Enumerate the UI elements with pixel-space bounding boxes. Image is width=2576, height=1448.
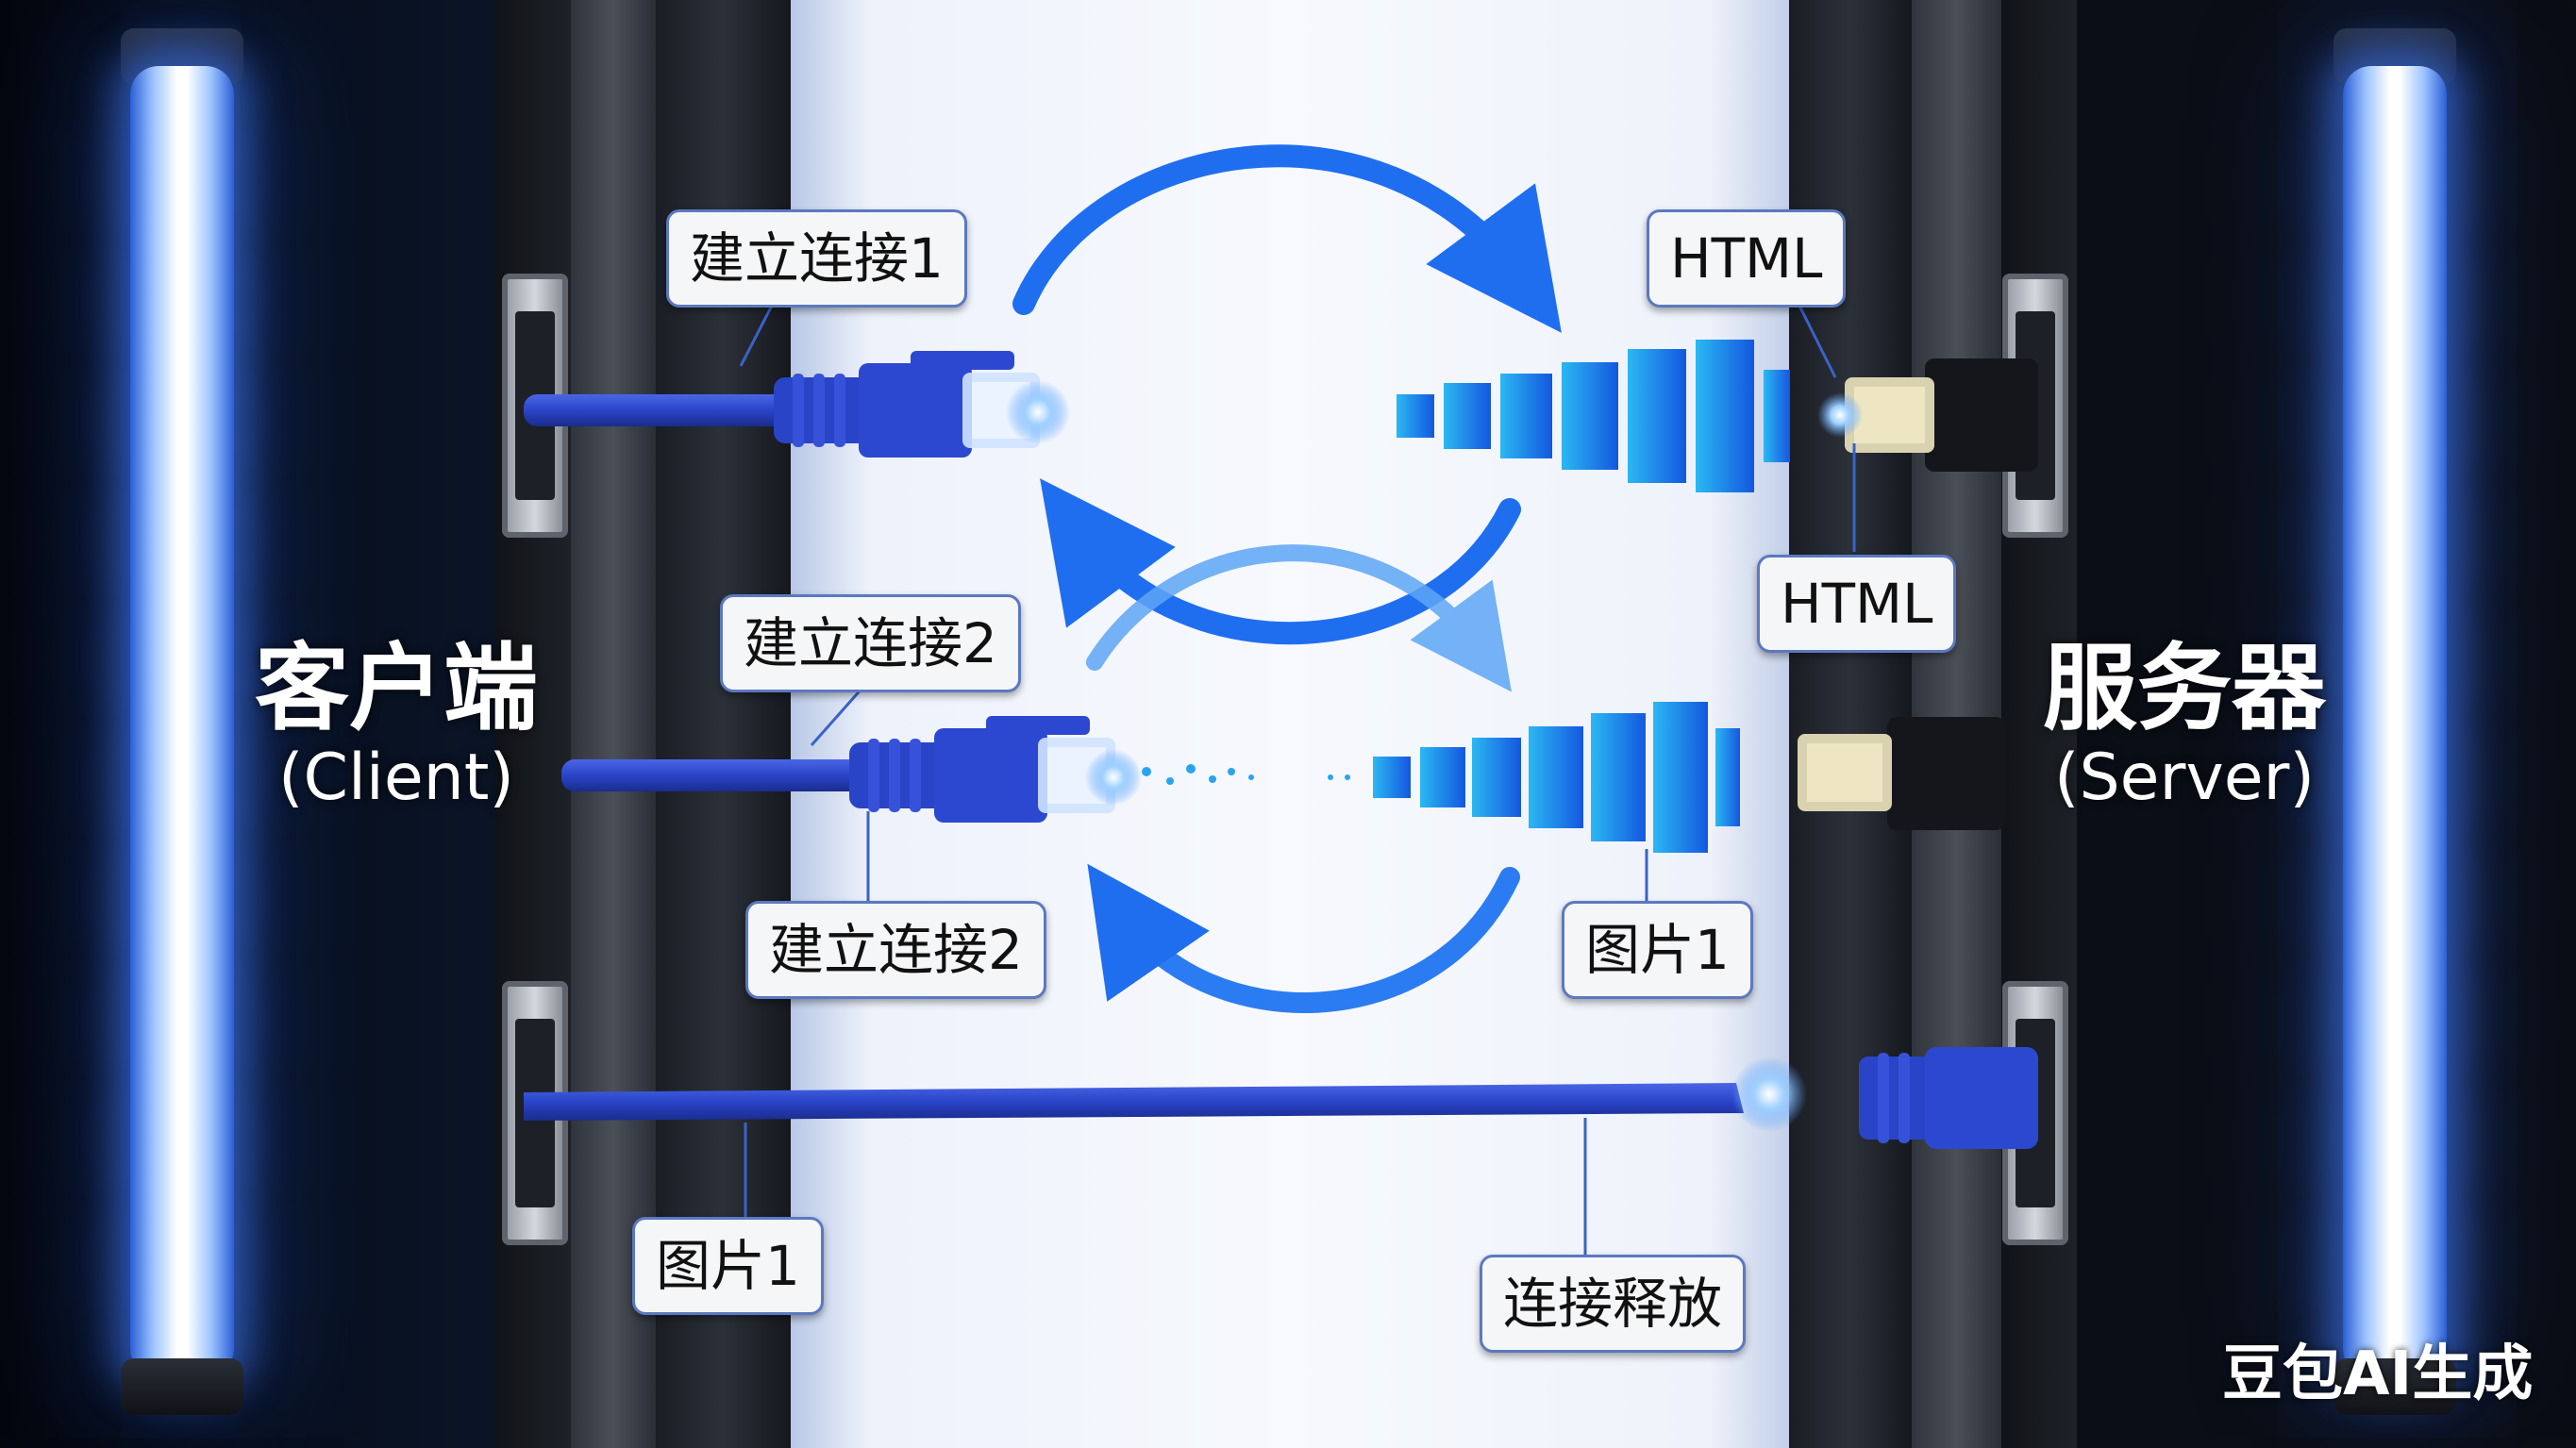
left-rail [571,0,656,1448]
left-light-tube [130,66,234,1377]
tag-image-right: 图片1 [1562,901,1753,999]
tag-connection-2-bottom: 建立连接2 [745,901,1046,999]
rj45-connector-client-middle [849,716,1115,823]
html-data-signal-top [1397,340,1790,492]
client-cable-bottom [524,1057,1807,1132]
arrow-request-top [1012,144,1562,333]
client-cable-top [524,351,1070,458]
tag-html-top: HTML [1647,209,1847,308]
callout-lines [739,301,1856,1255]
rj45-connector-server-middle [1798,717,2005,830]
rj45-connector-server-top [1817,358,2038,472]
right-light-tube [2343,66,2447,1377]
signal-particles [1142,764,1350,785]
ai-watermark: 豆包AI生成 [2222,1340,2534,1409]
arrow-response-top [1040,478,1521,645]
client-label: 客户端 (Client) [241,637,552,816]
arrow-response-bottom [1087,863,1520,1013]
tag-connection-1: 建立连接1 [666,209,967,308]
server-subtitle: (Server) [2053,741,2316,815]
right-tube-bottom-cap [2333,1358,2456,1415]
tag-connection-release: 连接释放 [1480,1255,1747,1353]
tag-connection-2-top: 建立连接2 [720,594,1021,692]
tag-image-left: 图片1 [632,1217,824,1315]
left-tube-bottom-cap [121,1358,243,1415]
server-label: 服务器 (Server) [2029,637,2340,816]
rj45-connector-client-top [774,351,1040,458]
image-data-signal-middle [1373,702,1740,853]
arrow-request-middle [1086,544,1512,692]
client-subtitle: (Client) [278,741,514,815]
client-title: 客户端 [255,633,538,743]
client-cable-middle [561,716,1350,823]
rj45-connector-server-bottom [1859,1047,2038,1149]
server-title: 服务器 [2043,633,2326,743]
tag-html-middle: HTML [1757,555,1957,653]
